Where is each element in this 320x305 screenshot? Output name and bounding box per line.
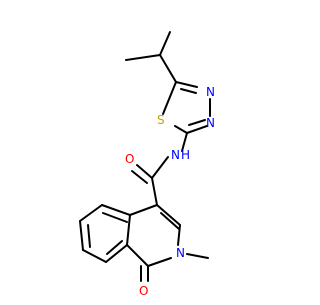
bond-methyl-top xyxy=(159,31,171,56)
atom-thiadiazole-n4: N xyxy=(206,85,215,99)
bond-c4a-c4 xyxy=(129,204,158,216)
atom-amide-n: N xyxy=(171,148,180,162)
bond-s-c5 xyxy=(162,81,177,115)
bond-n3-c2 xyxy=(186,125,208,134)
bond-carbonyl-o-double xyxy=(131,170,148,184)
bond-carbonyl-c4 xyxy=(151,177,158,206)
bond-c8a-c4a xyxy=(126,214,131,246)
atom-ring-n: N xyxy=(176,246,185,260)
bond-isopropyl-ring xyxy=(159,54,177,83)
bond-c5-n4 xyxy=(175,81,198,88)
atom-thiadiazole-n3: N xyxy=(206,116,215,130)
bond-c5-n4-double xyxy=(180,88,197,94)
bond-n-methyl xyxy=(186,253,209,259)
bond-c8-c8a xyxy=(105,244,128,263)
bond-carbonyl-o xyxy=(136,164,153,179)
bond-c1-c8a xyxy=(126,244,149,267)
bond-methyl-left xyxy=(125,54,161,61)
bond-n2-c1 xyxy=(147,257,172,267)
bond-c7-c8 xyxy=(82,249,107,263)
bond-c2-s xyxy=(174,125,188,134)
bond-c4-c3 xyxy=(156,204,181,226)
atom-amide-h: H xyxy=(181,148,190,162)
bond-c4-c3-double xyxy=(160,212,180,230)
bond-c8-c8a-double xyxy=(106,240,123,255)
structure-diagram: S N N N H O N O xyxy=(79,31,215,298)
bond-c6-c7 xyxy=(79,220,84,251)
atom-lactam-o: O xyxy=(139,284,148,298)
bond-c2-nh xyxy=(181,132,188,152)
bond-c5-c6 xyxy=(79,204,103,222)
atom-sulfur: S xyxy=(157,113,165,127)
bond-c4a-c5 xyxy=(101,204,131,216)
bonds xyxy=(79,31,211,282)
atom-carbonyl-o: O xyxy=(125,152,134,166)
bond-c3-n2 xyxy=(177,224,181,246)
bond-nh-carbonyl xyxy=(151,156,169,179)
bond-n3-c2-double xyxy=(188,119,206,126)
bond-c4a-c5-double xyxy=(102,212,128,223)
molecule-svg: S N N N H O N O xyxy=(79,31,215,298)
bond-c6-c7-double xyxy=(87,224,91,248)
